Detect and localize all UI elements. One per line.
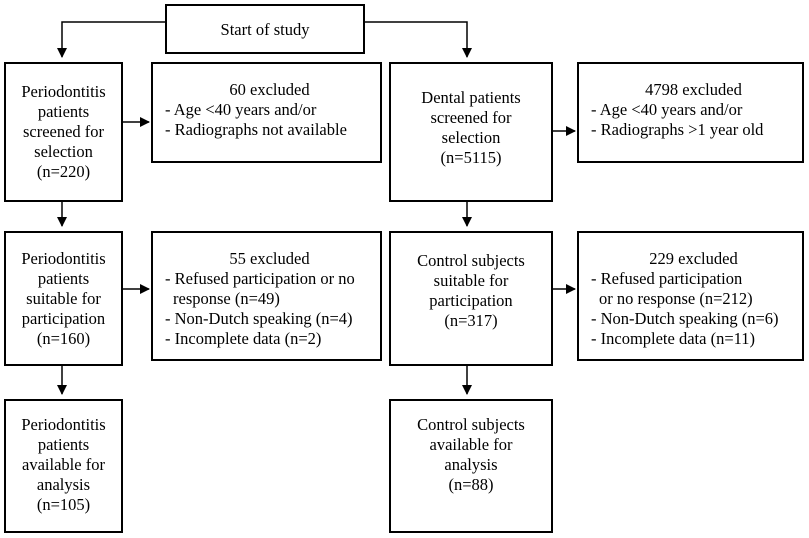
box-line: Control subjects [417, 251, 525, 270]
arrow-start-to-right [365, 21, 472, 58]
box-line: (n=5115) [440, 148, 502, 167]
dental-screened-box: Dental patients screened for selection (… [389, 62, 553, 202]
box-line: screened for [430, 108, 512, 127]
box-line: (n=105) [36, 495, 91, 514]
periodontitis-exclusion-2-box: 55 excluded - Refused participation or n… [151, 231, 382, 361]
control-exclusion-2-box: 229 excluded - Refused participation or … [577, 231, 804, 361]
periodontitis-screened-box: Periodontitis patients screened for sele… [4, 62, 123, 202]
exclusion-item: - Incomplete data (n=11) [591, 329, 756, 348]
box-line: suitable for [26, 289, 101, 308]
exclusion-heading: 60 excluded [229, 80, 310, 99]
box-line: Periodontitis [21, 249, 106, 268]
box-line: patients [37, 269, 90, 288]
exclusion-item: - Radiographs >1 year old [591, 120, 764, 139]
box-line: participation [429, 291, 513, 310]
exclusion-item: - Non-Dutch speaking (n=6) [591, 309, 779, 328]
box-line: Control subjects [417, 415, 525, 434]
exclusion-item: response (n=49) [173, 289, 280, 308]
exclusion-item: - Incomplete data (n=2) [165, 329, 322, 348]
box-line: available for [429, 435, 513, 454]
periodontitis-suitable-box: Periodontitis patients suitable for part… [4, 231, 123, 366]
arrow-start-to-left [57, 21, 165, 58]
box-line: selection [34, 142, 93, 161]
exclusion-item: - Refused participation [591, 269, 743, 288]
box-line: Dental patients [421, 88, 521, 107]
box-line: screened for [22, 122, 105, 141]
exclusion-heading: 55 excluded [229, 249, 310, 268]
periodontitis-available-box: Periodontitis patients available for ana… [4, 399, 123, 533]
box-line: participation [21, 309, 106, 328]
periodontitis-exclusion-1-box: 60 excluded - Age <40 years and/or - Rad… [151, 62, 382, 163]
dental-exclusion-1-box: 4798 excluded - Age <40 years and/or - R… [577, 62, 804, 163]
box-line: (n=317) [444, 311, 498, 330]
box-line: patients [37, 435, 90, 454]
start-of-study-label: Start of study [220, 20, 310, 39]
box-line: (n=220) [36, 162, 91, 181]
exclusion-heading: 229 excluded [649, 249, 738, 268]
exclusion-item: - Age <40 years and/or [165, 100, 317, 119]
control-suitable-box: Control subjects suitable for participat… [389, 231, 553, 366]
box-line: patients [37, 102, 90, 121]
box-line: (n=88) [448, 475, 494, 494]
box-line: selection [441, 128, 501, 147]
box-line: suitable for [433, 271, 509, 290]
start-of-study-box: Start of study [165, 4, 365, 54]
control-available-box: Control subjects available for analysis … [389, 399, 553, 533]
exclusion-item: or no response (n=212) [599, 289, 753, 308]
exclusion-item: - Radiographs not available [165, 120, 347, 139]
exclusion-item: - Non-Dutch speaking (n=4) [165, 309, 353, 328]
box-line: Periodontitis [21, 82, 106, 101]
box-line: analysis [36, 475, 91, 494]
box-line: available for [22, 455, 105, 474]
box-line: Periodontitis [21, 415, 106, 434]
exclusion-heading: 4798 excluded [645, 80, 742, 99]
exclusion-item: - Refused participation or no [165, 269, 355, 288]
box-line: (n=160) [36, 329, 91, 348]
exclusion-item: - Age <40 years and/or [591, 100, 743, 119]
box-line: analysis [444, 455, 498, 474]
